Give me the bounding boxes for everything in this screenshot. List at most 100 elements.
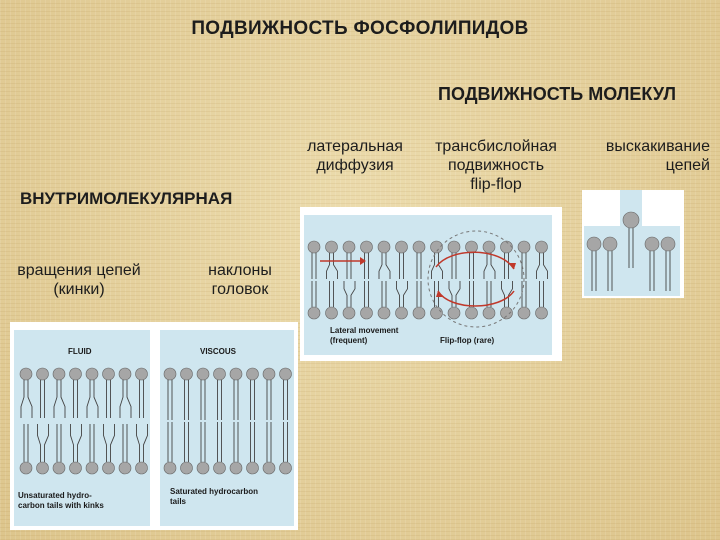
lipid-head: [500, 306, 513, 320]
lipid-head: [279, 461, 292, 475]
lipid-head: [69, 367, 82, 381]
lipid-tail: [438, 253, 443, 279]
lipid-head: [535, 306, 548, 320]
lipid-head: [430, 240, 443, 254]
membrane-bilayer: [307, 240, 548, 320]
lipid-head: [395, 306, 408, 320]
lipid-head: [447, 240, 461, 254]
lipid-head: [517, 240, 531, 254]
lipid-tail: [501, 281, 505, 307]
chain-protrusion-label: выскакивание цепей: [605, 138, 710, 174]
lipid-tail: [385, 253, 391, 279]
lipid-head: [246, 461, 259, 475]
lipid-tail: [343, 281, 348, 307]
lipid-head: [36, 367, 49, 381]
lipid-head: [535, 240, 548, 254]
lipid-head: [377, 240, 391, 254]
intramolecular-title: ВНУТРИМОЛЕКУЛЯРНАЯ: [20, 189, 233, 208]
flipflop-arrowhead-top: [508, 263, 516, 269]
lipid-head: [163, 367, 177, 381]
lipid-head: [102, 367, 115, 381]
lipid-head: [342, 240, 356, 254]
lipid-tail: [70, 424, 74, 462]
flipflop-arrow-top: [435, 251, 515, 270]
lateral-caption-line2: (frequent): [330, 336, 368, 345]
lipid-tail: [350, 281, 356, 307]
lipid-head: [36, 461, 49, 475]
lipid-tail: [490, 253, 496, 279]
lipid-head: [602, 236, 618, 252]
transbilayer-label: трансбислойная подвижность flip-flop: [435, 138, 557, 193]
lipid-head: [213, 367, 226, 381]
lipid-head: [325, 306, 338, 320]
lipid-tail: [53, 380, 58, 418]
lipid-tail: [86, 380, 91, 418]
viscous-title: VISCOUS: [200, 347, 237, 356]
lipid-head: [163, 461, 177, 475]
lipid-head: [118, 461, 132, 475]
lipid-head: [482, 240, 496, 254]
lipid-head: [465, 240, 478, 254]
lipid-tail: [126, 380, 132, 418]
chain-rotation-label: вращения цепей (кинки): [17, 262, 141, 298]
lipid-tail: [77, 424, 82, 462]
lipid-head: [342, 306, 356, 320]
lipid-head: [465, 306, 478, 320]
lipid-head: [246, 367, 259, 381]
lipid-tail: [333, 253, 338, 279]
lipid-head: [644, 236, 660, 252]
viscous-caption-line1: Saturated hydrocarbon: [170, 487, 258, 496]
lipid-tail: [44, 424, 49, 462]
lipid-head: [412, 240, 426, 254]
lipid-head: [69, 461, 82, 475]
lipid-head: [85, 367, 99, 381]
lipid-head: [307, 240, 321, 254]
fluid-title: FLUID: [68, 347, 92, 356]
lateral-arrowhead: [360, 257, 366, 265]
lipid-head: [586, 236, 602, 252]
lipid-tail: [508, 281, 513, 307]
lipid-head: [279, 367, 292, 381]
lipid-head: [377, 306, 391, 320]
lipid-head: [102, 461, 115, 475]
lipid-head: [395, 240, 408, 254]
lipid-head: [52, 367, 66, 381]
flipflop-arrowhead-bottom: [436, 291, 444, 297]
lipid-tail: [93, 380, 99, 418]
lipid-head: [229, 367, 243, 381]
lipid-head: [19, 461, 33, 475]
lipid-head: [52, 461, 66, 475]
lipid-tail: [536, 253, 540, 279]
lipid-tail: [431, 253, 435, 279]
lipid-tail: [543, 253, 548, 279]
lipid-head: [196, 367, 210, 381]
lipid-head: [262, 367, 276, 381]
viscous-panel-bg: [160, 330, 294, 526]
lipid-head: [517, 306, 531, 320]
lateral-diffusion-label: латеральная диффузия: [307, 138, 403, 174]
fluid-caption-line1: Unsaturated hydro-: [18, 491, 92, 500]
lipid-head: [482, 306, 496, 320]
lipid-head: [229, 461, 243, 475]
lipid-head: [118, 367, 132, 381]
lipid-tail: [60, 380, 66, 418]
lipid-head: [430, 306, 443, 320]
lipid-head: [85, 461, 99, 475]
lipid-tail: [396, 281, 400, 307]
protrusion-panel-bg: [584, 226, 680, 296]
lipid-head: [19, 367, 33, 381]
lipid-head: [412, 306, 426, 320]
page-title: ПОДВИЖНОСТЬ ФОСФОЛИПИДОВ: [191, 18, 529, 39]
lipid-tail: [326, 253, 330, 279]
lipid-head: [360, 240, 373, 254]
viscous-bilayer: [163, 367, 292, 475]
lipid-head: [447, 306, 461, 320]
lipid-head: [622, 211, 640, 229]
flipflop-circle: [427, 230, 525, 328]
lipid-tail: [27, 380, 33, 418]
lipid-tail: [378, 253, 383, 279]
flipflop-caption: Flip-flop (rare): [440, 336, 495, 345]
lipid-tail: [403, 281, 408, 307]
lipid-head: [135, 367, 148, 381]
lipid-tail: [37, 424, 41, 462]
